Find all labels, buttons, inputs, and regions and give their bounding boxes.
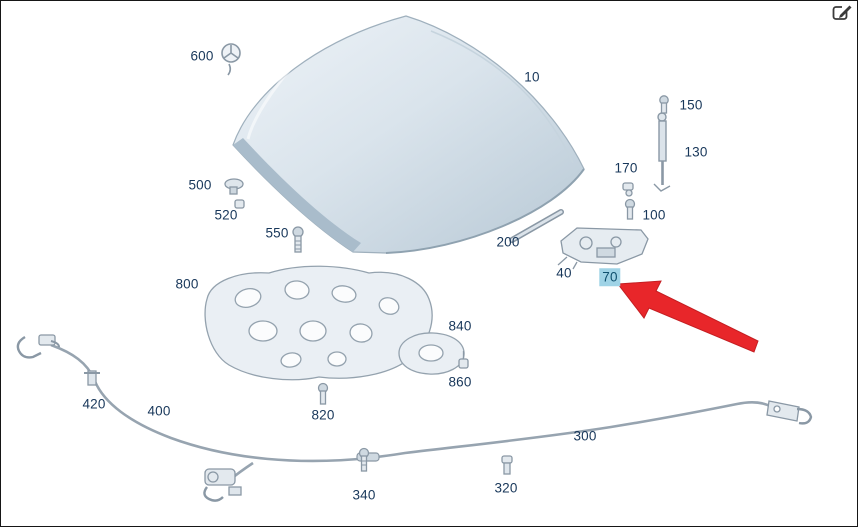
clip-520 [234, 199, 245, 209]
clip-420 [84, 370, 100, 386]
clip-320 [501, 455, 513, 475]
pad-840 [398, 332, 465, 375]
emblem-star [221, 43, 241, 76]
hood-release-handle-right [766, 400, 813, 425]
strut-200 [509, 209, 564, 243]
edit-icon[interactable] [831, 3, 853, 23]
bolt-150 [659, 95, 669, 114]
insulation-pad-800 [204, 265, 433, 381]
bolt-100 [624, 198, 636, 220]
hood-latch-upper-left [16, 334, 60, 359]
pointer-arrow [617, 280, 759, 353]
bolt-820 [317, 382, 329, 405]
hinge-assembly-40-70 [557, 227, 649, 270]
washer-nozzle [224, 178, 244, 195]
hood-latch-lower-left [203, 468, 242, 502]
gas-strut-130 [653, 112, 671, 192]
clip-170 [622, 182, 634, 197]
bolt-550 [292, 226, 304, 253]
hood-panel [232, 15, 585, 254]
clip-860 [458, 351, 469, 369]
bolt-340 [358, 447, 370, 472]
